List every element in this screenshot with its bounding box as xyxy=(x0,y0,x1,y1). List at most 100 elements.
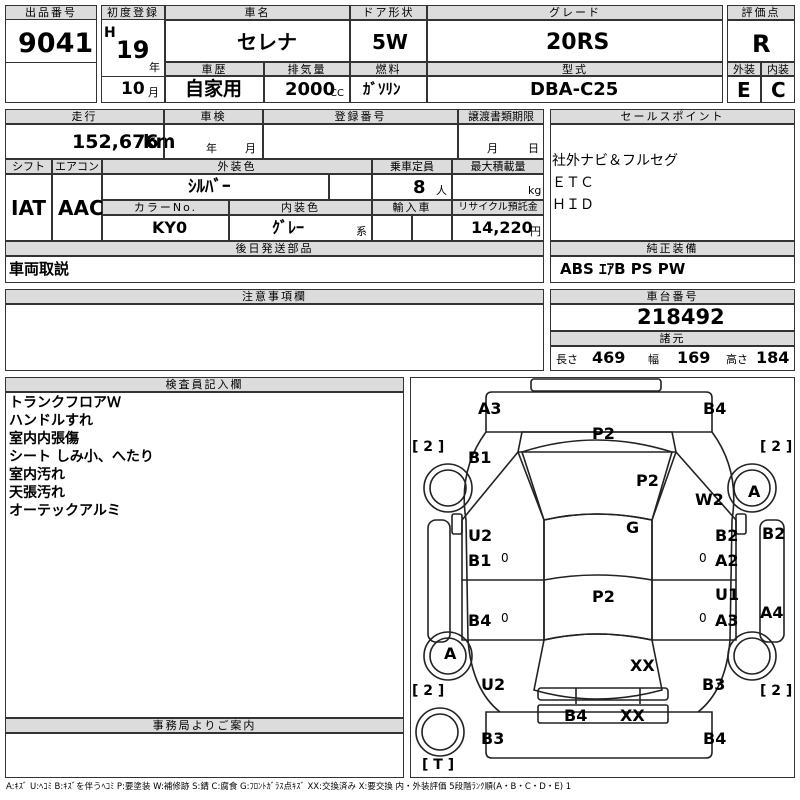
ext-color-header: 外装色 xyxy=(102,159,372,174)
left-rear-door xyxy=(461,580,545,641)
equip-cell xyxy=(550,256,795,283)
inspection-cell xyxy=(164,124,263,159)
mileage-unit: km xyxy=(143,131,176,153)
equip-value: ABS ｴｱB PS PW xyxy=(560,260,686,278)
equip-header: 純正装備 xyxy=(550,241,795,256)
wheel-front-left-inner xyxy=(429,469,467,507)
first-reg-header: 初度登録 xyxy=(101,5,165,20)
sales-item: ＥＴＣ xyxy=(552,175,594,191)
door-header: ドア形状 xyxy=(350,5,427,20)
chassis-value: 218492 xyxy=(637,305,725,329)
score-cell xyxy=(727,20,795,62)
damage-code: 0 xyxy=(501,611,509,625)
model-value: DBA-C25 xyxy=(530,79,619,100)
spec-cell xyxy=(550,346,795,371)
first-reg-lower xyxy=(101,76,165,103)
spec-header: 諸元 xyxy=(550,331,795,346)
era-mark: H xyxy=(104,25,116,41)
damage-code: P2 xyxy=(636,471,659,490)
load-cell xyxy=(452,174,544,200)
sales-item: ＨＩＤ xyxy=(552,197,594,213)
wheel-front-right-inner xyxy=(733,469,771,507)
recycle-cell xyxy=(452,215,544,241)
damage-code: A xyxy=(444,644,457,663)
shift-header: シフト xyxy=(5,159,52,174)
capacity-header: 乗車定員 xyxy=(372,159,452,174)
inspection-header: 車検 xyxy=(164,109,263,124)
load-unit: kg xyxy=(528,184,542,197)
width-label: 幅 xyxy=(648,353,659,366)
parts-header: 後日発送部品 xyxy=(5,241,544,256)
mileage-header: 走行 xyxy=(5,109,164,124)
wheel-rear-left xyxy=(423,631,473,681)
interior-value: C xyxy=(771,78,786,102)
displacement-header: 排気量 xyxy=(264,62,350,76)
exterior-header: 外装 xyxy=(727,62,761,76)
history-cell xyxy=(165,76,264,103)
car-name: セレナ xyxy=(237,30,297,54)
roof-mark xyxy=(575,688,641,704)
damage-code: B2 xyxy=(715,526,739,545)
damage-code: U2 xyxy=(468,526,493,545)
parts-cell xyxy=(5,256,544,283)
inspector-item: 天張汚れ xyxy=(9,485,65,501)
damage-code: 0 xyxy=(699,551,707,565)
spare-wheel xyxy=(415,707,465,757)
transfer-cell xyxy=(458,124,544,159)
car-name-cell xyxy=(165,20,350,62)
capacity-value: 8 xyxy=(413,177,426,198)
wheel-rear-right-inner xyxy=(733,637,771,675)
rear-bumper-2 xyxy=(537,704,669,724)
damage-code: U1 xyxy=(715,585,740,604)
right-side-panel xyxy=(759,519,785,643)
damage-code: P2 xyxy=(592,587,615,606)
damage-code: A xyxy=(748,482,761,501)
recycle-header: リサイクル預託金 xyxy=(452,200,544,215)
tire-tread-rr: [ 2 ] xyxy=(760,683,793,699)
import-cell xyxy=(372,215,412,241)
damage-code: A2 xyxy=(715,551,739,570)
tire-tread-rl: [ 2 ] xyxy=(412,683,445,699)
score-header: 評価点 xyxy=(727,5,795,20)
history-value: 自家用 xyxy=(185,78,243,100)
fuel-value: ｶﾞｿﾘﾝ xyxy=(363,80,401,98)
lot-lower xyxy=(5,62,97,103)
inspector-item: シート しみ小、へたり xyxy=(9,449,154,465)
inspector-item: ハンドルすれ xyxy=(9,413,93,429)
import-header: 輸入車 xyxy=(372,200,452,215)
rear-bumper xyxy=(537,687,669,701)
grade-header: グレード xyxy=(427,5,723,20)
inspector-item: 室内内張傷 xyxy=(9,431,79,447)
reg-no-cell xyxy=(263,124,458,159)
displacement-unit: CC xyxy=(330,88,344,99)
displacement-value: 2000 xyxy=(285,79,336,100)
displacement-cell xyxy=(264,76,350,103)
spare-wheel-inner xyxy=(421,713,459,751)
wheel-rear-left-inner xyxy=(429,637,467,675)
right-side xyxy=(697,431,735,713)
transfer-month-unit: 月 xyxy=(487,142,498,155)
office-cell xyxy=(5,733,404,778)
inspector-header: 検査員記入欄 xyxy=(5,377,404,392)
exterior-value: E xyxy=(737,78,751,102)
mileage-value: 152,676 xyxy=(72,131,159,153)
front-bumper xyxy=(530,378,662,392)
damage-code: 0 xyxy=(699,611,707,625)
damage-code: B4 xyxy=(468,611,492,630)
first-reg-month: 10 xyxy=(121,79,145,99)
left-front-door xyxy=(461,450,545,581)
color-no-header: カラーNo. xyxy=(102,200,229,215)
ext-color-cell xyxy=(102,174,329,200)
left-side-panel xyxy=(427,519,451,643)
int-color-unit: 系 xyxy=(356,225,367,238)
recycle-value: 14,220 xyxy=(471,218,533,237)
tire-tread-fl: [ 2 ] xyxy=(412,439,445,455)
inspector-item: 室内汚れ xyxy=(9,467,65,483)
damage-code: B3 xyxy=(481,729,505,748)
wheel-front-right xyxy=(727,463,777,513)
damage-code: W2 xyxy=(695,490,724,509)
parts-value: 車両取説 xyxy=(9,260,70,278)
door-cell xyxy=(350,20,427,62)
int-color-value: ｸﾞﾚｰ xyxy=(272,218,305,237)
